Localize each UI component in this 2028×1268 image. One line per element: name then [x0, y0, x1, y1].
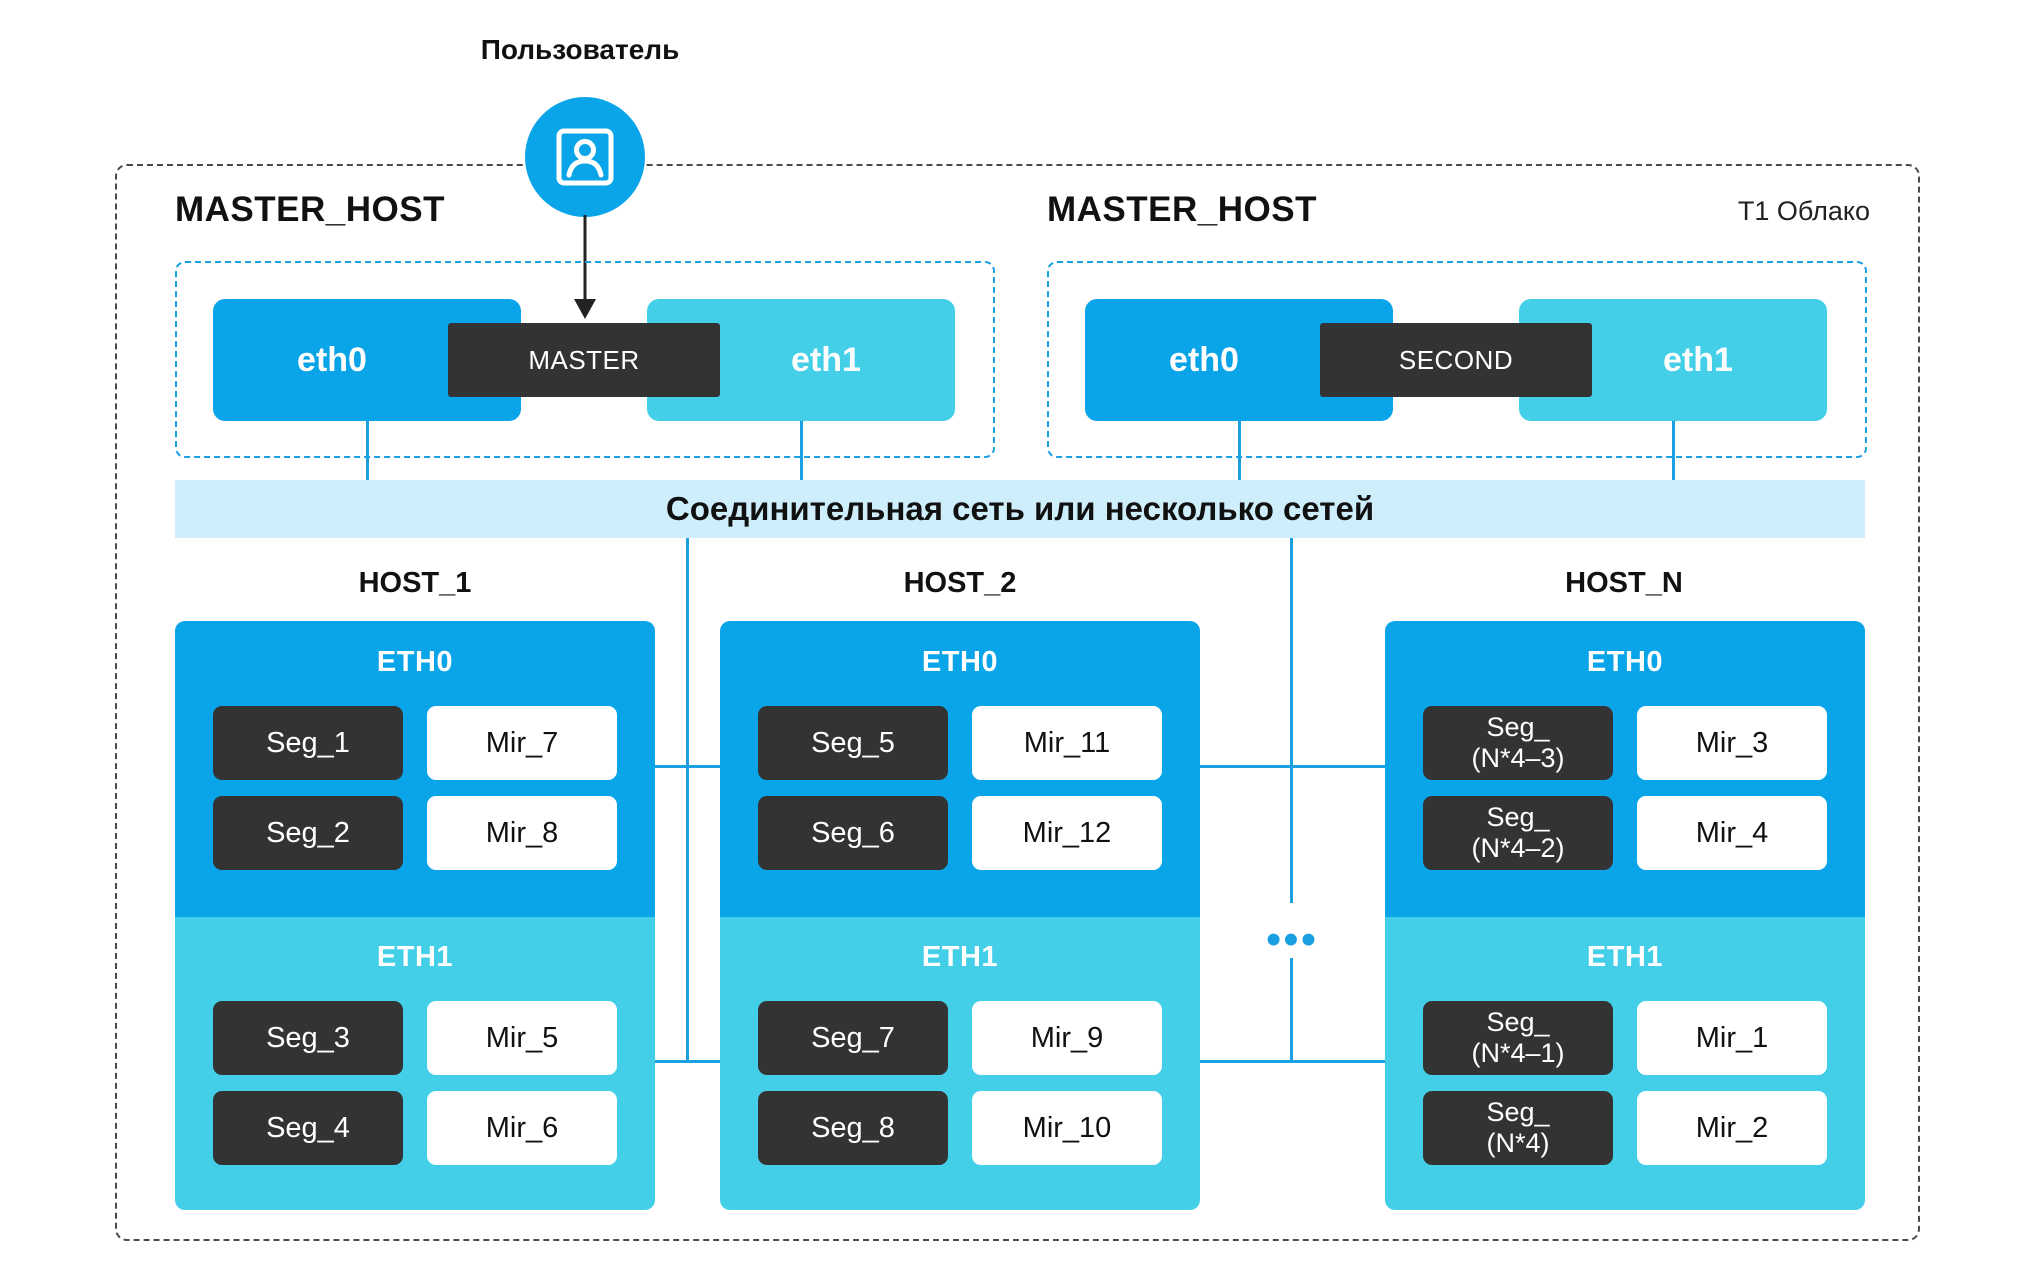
segment-chip: Seg_3 — [213, 1001, 403, 1075]
eth1-link-h2-hn — [1200, 1060, 1385, 1063]
cloud-label: T1 Облако — [1737, 196, 1870, 226]
trunk-right-upper — [1290, 538, 1293, 903]
eth1-link-h1-h2 — [655, 1060, 722, 1063]
more-hosts-ellipsis: ••• — [1265, 915, 1319, 964]
mirror-chip: Mir_7 — [427, 706, 617, 780]
segment-chip: Seg_ (N*4–2) — [1423, 796, 1613, 870]
master1-eth0-link — [366, 418, 369, 482]
master2-eth0-link — [1238, 418, 1241, 482]
master1-eth1-link — [800, 418, 803, 482]
mirror-chip: Mir_3 — [1637, 706, 1827, 780]
mirror-chip: Mir_1 — [1637, 1001, 1827, 1075]
host-2-eth1-title: ETH1 — [921, 941, 999, 973]
interconnect-network: Соединительная сеть или несколько сетей — [175, 480, 1865, 538]
segment-chip: Seg_7 — [758, 1001, 948, 1075]
eth0-link-h1-h2 — [655, 765, 722, 768]
host-1-eth1-title: ETH1 — [376, 941, 454, 973]
trunk-left — [686, 538, 689, 1062]
host-n-eth0-title: ETH0 — [1586, 646, 1664, 678]
host-1-label: HOST_1 — [358, 567, 472, 599]
host-n-card: ETH0 ETH1 Seg_ (N*4–3) Mir_3 Seg_ (N*4–2… — [1385, 621, 1865, 1210]
host-2-label: HOST_2 — [903, 567, 1017, 599]
trunk-right-lower — [1290, 958, 1293, 1062]
user-arrow — [574, 215, 596, 319]
segment-chip: Seg_4 — [213, 1091, 403, 1165]
mirror-chip: Mir_9 — [972, 1001, 1162, 1075]
host-1-card: ETH0 ETH1 Seg_1 Mir_7 Seg_2 Mir_8 Seg_3 … — [175, 621, 655, 1210]
master-host-2-title: MASTER_HOST — [1047, 190, 1317, 229]
mirror-chip: Mir_10 — [972, 1091, 1162, 1165]
master-host-1-box — [175, 261, 995, 458]
host-n-eth1-title: ETH1 — [1586, 941, 1664, 973]
mirror-chip: Mir_6 — [427, 1091, 617, 1165]
segment-chip: Seg_5 — [758, 706, 948, 780]
second-role-badge: SECOND — [1320, 323, 1592, 397]
segment-chip: Seg_ (N*4–3) — [1423, 706, 1613, 780]
user-icon — [556, 128, 614, 186]
mirror-chip: Mir_2 — [1637, 1091, 1827, 1165]
eth0-link-h2-hn — [1200, 765, 1385, 768]
host-2-eth0-title: ETH0 — [921, 646, 999, 678]
mirror-chip: Mir_8 — [427, 796, 617, 870]
master-host-1-title: MASTER_HOST — [175, 190, 445, 229]
cloud-boundary — [115, 164, 1920, 1241]
master2-eth1-link — [1672, 418, 1675, 482]
mirror-chip: Mir_5 — [427, 1001, 617, 1075]
host-1-eth0-title: ETH0 — [376, 646, 454, 678]
host-2-card: ETH0 ETH1 Seg_5 Mir_11 Seg_6 Mir_12 Seg_… — [720, 621, 1200, 1210]
mirror-chip: Mir_4 — [1637, 796, 1827, 870]
segment-chip: Seg_1 — [213, 706, 403, 780]
mirror-chip: Mir_11 — [972, 706, 1162, 780]
master-host-2-box — [1047, 261, 1867, 458]
segment-chip: Seg_8 — [758, 1091, 948, 1165]
segment-chip: Seg_ (N*4) — [1423, 1091, 1613, 1165]
mirror-chip: Mir_12 — [972, 796, 1162, 870]
segment-chip: Seg_2 — [213, 796, 403, 870]
segment-chip: Seg_ (N*4–1) — [1423, 1001, 1613, 1075]
master-role-badge: MASTER — [448, 323, 720, 397]
host-n-label: HOST_N — [1565, 567, 1683, 599]
user-label: Пользователь — [480, 34, 680, 65]
segment-chip: Seg_6 — [758, 796, 948, 870]
